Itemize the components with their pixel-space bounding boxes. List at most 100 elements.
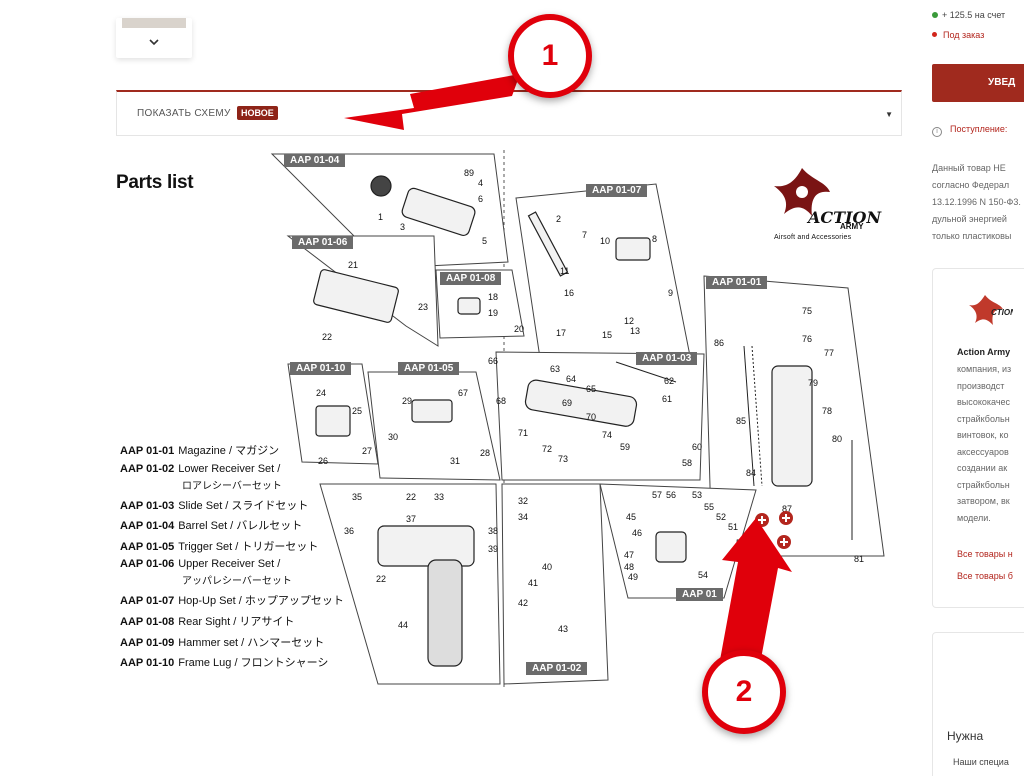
- brand-name: ACTION: [808, 208, 882, 227]
- svg-text:15: 15: [602, 330, 612, 340]
- caret-down-icon: ▼: [885, 110, 893, 119]
- svg-text:77: 77: [824, 348, 834, 358]
- svg-text:32: 32: [518, 496, 528, 506]
- help-card: Нужна Наши специа: [932, 632, 1024, 776]
- svg-text:22: 22: [322, 332, 332, 342]
- svg-text:67: 67: [458, 388, 468, 398]
- panel-tag-0102: AAP 01-02: [526, 662, 588, 675]
- svg-text:18: 18: [488, 292, 498, 302]
- svg-text:65: 65: [586, 384, 596, 394]
- svg-text:72: 72: [542, 444, 552, 454]
- svg-text:58: 58: [682, 458, 692, 468]
- svg-text:30: 30: [388, 432, 398, 442]
- star-logo-icon: [774, 168, 830, 216]
- annotation-circle-2: 2: [702, 650, 786, 734]
- svg-text:45: 45: [626, 512, 636, 522]
- svg-text:76: 76: [802, 334, 812, 344]
- brand-card-title: Action Army: [957, 347, 1011, 357]
- panel-tag-0108: AAP 01-08: [440, 272, 502, 285]
- svg-text:60: 60: [692, 442, 702, 452]
- bonus-icon: [932, 12, 938, 18]
- svg-text:79: 79: [808, 378, 818, 388]
- svg-text:75: 75: [802, 306, 812, 316]
- svg-text:20: 20: [514, 324, 524, 334]
- svg-text:41: 41: [528, 578, 538, 588]
- svg-text:70: 70: [586, 412, 596, 422]
- svg-text:84: 84: [746, 468, 756, 478]
- svg-text:29: 29: [402, 396, 412, 406]
- svg-text:33: 33: [434, 492, 444, 502]
- show-scheme-label: ПОКАЗАТЬ СХЕМУ: [137, 108, 231, 119]
- svg-text:27: 27: [362, 446, 372, 456]
- svg-text:68: 68: [496, 396, 506, 406]
- svg-text:55: 55: [704, 502, 714, 512]
- svg-text:28: 28: [480, 448, 490, 458]
- svg-text:47: 47: [624, 550, 634, 560]
- chevron-down-icon[interactable]: [148, 36, 160, 48]
- svg-text:22: 22: [406, 492, 416, 502]
- svg-text:26: 26: [318, 456, 328, 466]
- svg-text:80: 80: [832, 434, 842, 444]
- svg-text:23: 23: [418, 302, 428, 312]
- svg-text:36: 36: [344, 526, 354, 536]
- brand-army: ARMY: [840, 222, 864, 231]
- svg-text:34: 34: [518, 512, 528, 522]
- panel-tag-0103: AAP 01-03: [636, 352, 698, 365]
- legend-row-sub: アッパレシーバーセット: [182, 576, 292, 588]
- svg-text:81: 81: [854, 554, 864, 564]
- all-brand-products-link-2[interactable]: Все товары б: [957, 571, 1013, 581]
- legal-notice: Данный товар НЕ согласно Федерал 13.12.1…: [932, 163, 1021, 241]
- svg-text:6: 6: [478, 194, 483, 204]
- svg-text:66: 66: [488, 356, 498, 366]
- hotspot-markers: [755, 511, 793, 549]
- svg-text:86: 86: [714, 338, 724, 348]
- svg-text:40: 40: [542, 562, 552, 572]
- svg-text:50: 50: [736, 538, 746, 548]
- parts-list-title: Parts list: [116, 172, 194, 193]
- svg-text:78: 78: [822, 406, 832, 416]
- panel-tag-0109: AAP 01: [676, 588, 723, 601]
- svg-text:37: 37: [406, 514, 416, 524]
- info-icon: i: [932, 127, 942, 137]
- notify-button[interactable]: УВЕД: [932, 64, 1024, 102]
- brand-mini-logo-icon: CTION: [969, 295, 1013, 325]
- svg-text:62: 62: [664, 376, 674, 386]
- svg-text:42: 42: [518, 598, 528, 608]
- svg-text:85: 85: [736, 416, 746, 426]
- svg-text:56: 56: [666, 490, 676, 500]
- svg-text:48: 48: [624, 562, 634, 572]
- help-text: Наши специа: [953, 757, 1009, 767]
- svg-text:16: 16: [564, 288, 574, 298]
- svg-text:52: 52: [716, 512, 726, 522]
- svg-text:74: 74: [602, 430, 612, 440]
- svg-text:9: 9: [668, 288, 673, 298]
- show-scheme-toggle[interactable]: ПОКАЗАТЬ СХЕМУ НОВОЕ ▼: [116, 90, 902, 136]
- svg-text:61: 61: [662, 394, 672, 404]
- svg-text:57: 57: [652, 490, 662, 500]
- annotation-circle-1: 1: [508, 14, 592, 98]
- svg-text:4: 4: [478, 178, 483, 188]
- svg-text:10: 10: [600, 236, 610, 246]
- svg-text:21: 21: [348, 260, 358, 270]
- all-brand-products-link[interactable]: Все товары н: [957, 549, 1013, 559]
- parts-diagram: Parts list: [116, 150, 902, 708]
- svg-text:19: 19: [488, 308, 498, 318]
- thumbnail-image[interactable]: [122, 18, 186, 28]
- thumbnail-strip: [116, 18, 192, 58]
- order-status: Под заказ: [932, 30, 984, 40]
- svg-text:87: 87: [782, 504, 792, 514]
- svg-text:3: 3: [400, 222, 405, 232]
- panel-tag-0106: AAP 01-06: [292, 236, 354, 249]
- svg-text:2: 2: [556, 214, 561, 224]
- svg-text:63: 63: [550, 364, 560, 374]
- svg-text:24: 24: [316, 388, 326, 398]
- svg-text:31: 31: [450, 456, 460, 466]
